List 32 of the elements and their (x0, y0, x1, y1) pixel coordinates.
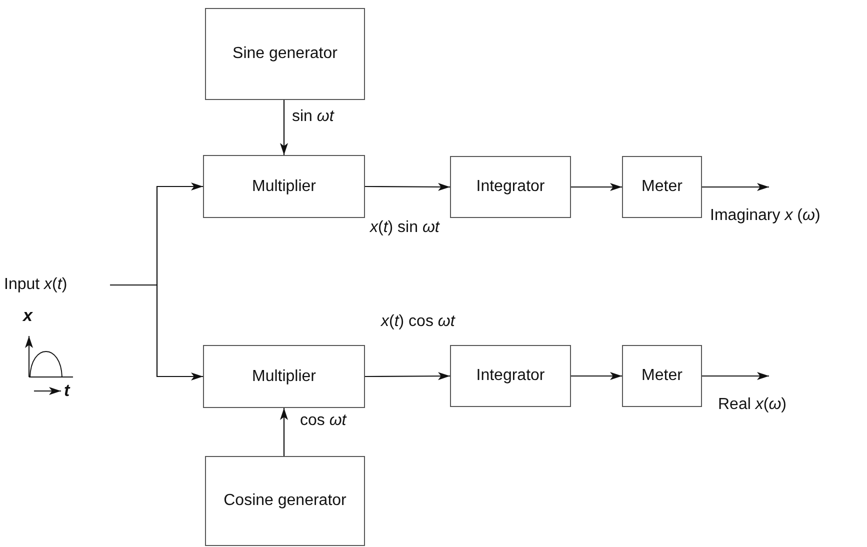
process-box (622, 345, 702, 407)
edge-label: x(t) sin ωt (368, 219, 442, 237)
box-label: Cosine generator (222, 492, 348, 510)
box-label: Integrator (475, 178, 546, 196)
arrow (110, 284, 203, 380)
arrow (702, 183, 769, 191)
process-box (203, 345, 365, 408)
arrow (365, 182, 450, 191)
process-box (205, 8, 365, 100)
box-label: Meter (640, 367, 684, 385)
edge-label: x(t) cos ωt (379, 313, 457, 331)
box-label: Meter (640, 178, 684, 196)
process-box (205, 456, 365, 546)
box-label: Sine generator (232, 45, 338, 63)
process-box (450, 156, 571, 218)
box-label: Multiplier (250, 178, 317, 196)
box-label: Integrator (475, 367, 546, 385)
arrow (280, 408, 288, 456)
arrow (571, 372, 622, 380)
input-label-text: Input x(t) (4, 276, 68, 294)
arrow (365, 372, 450, 380)
arrow (280, 100, 288, 155)
process-box (450, 345, 571, 407)
axis-label: t (64, 382, 70, 400)
process-box (622, 156, 702, 218)
axis-label: x (23, 307, 32, 325)
edge-label: Imaginary x (ω) (708, 207, 822, 225)
process-box (203, 155, 365, 218)
arrow (571, 183, 622, 191)
arrow (702, 372, 769, 380)
box-label: Multiplier (250, 368, 317, 386)
edge-label: Real x(ω) (716, 396, 788, 414)
